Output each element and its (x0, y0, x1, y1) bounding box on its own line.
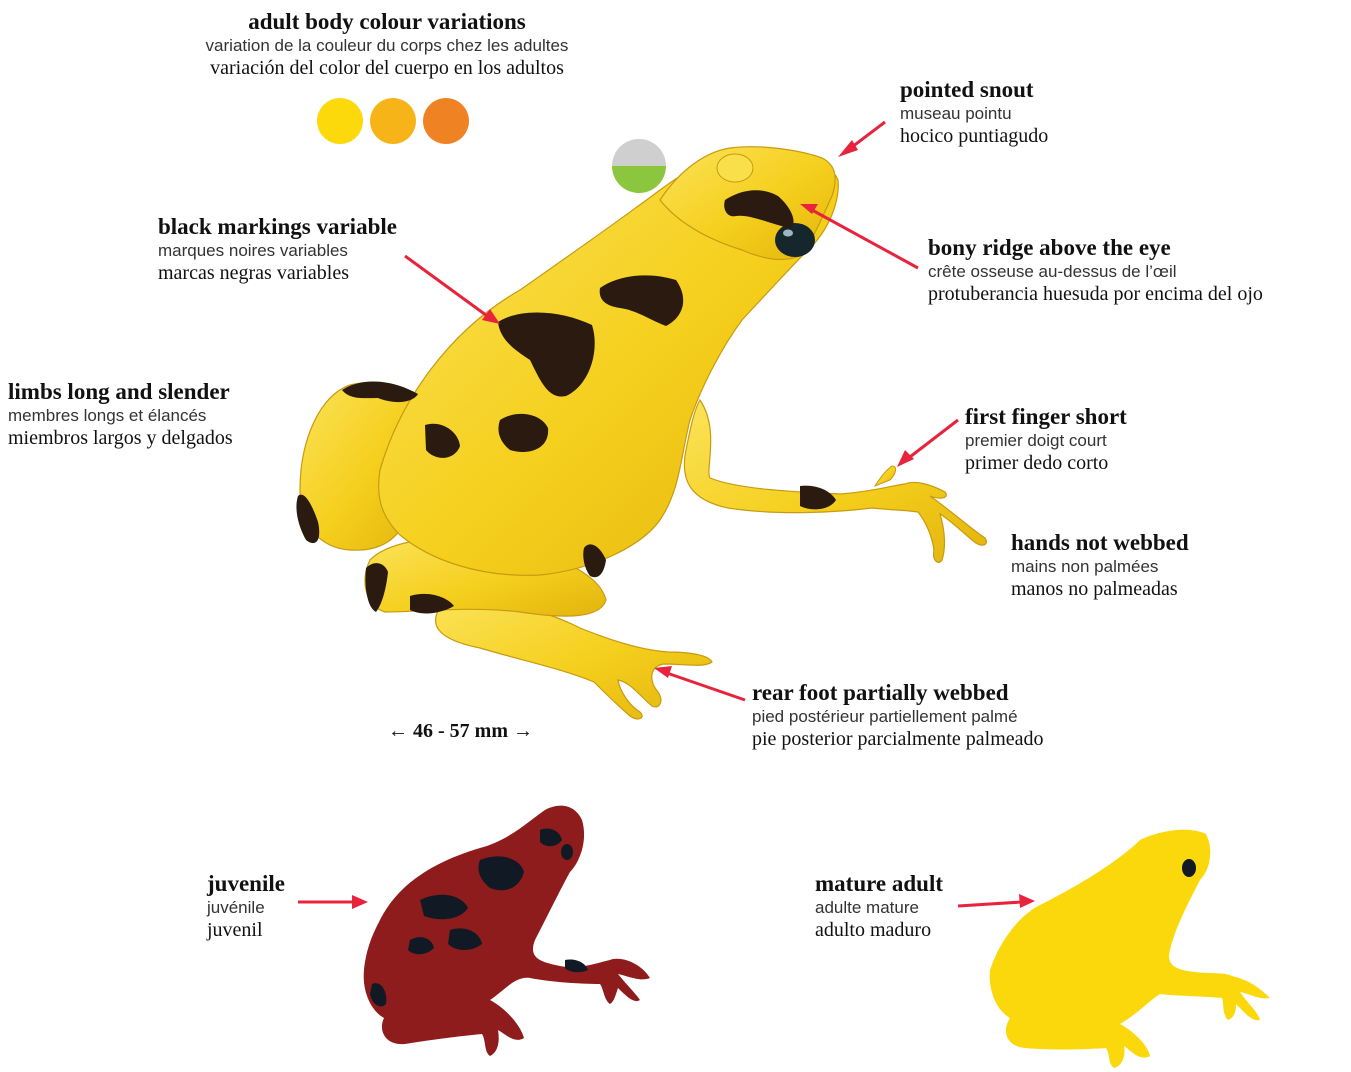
arrow-snout (838, 122, 885, 157)
juvenile-eye (561, 844, 573, 860)
front-arm (684, 400, 986, 562)
label-hands-fr: mains non palmées (1011, 558, 1189, 575)
label-juvenile-en: juvenile (207, 872, 285, 895)
mature-body (990, 830, 1270, 1068)
habitat-top (612, 139, 666, 166)
mature-frog (990, 830, 1270, 1068)
label-finger: first finger short premier doigt court p… (965, 405, 1127, 473)
label-foot-es: pie posterior parcialmente palmeado (752, 729, 1044, 749)
eye (775, 223, 815, 257)
label-foot-en: rear foot partially webbed (752, 681, 1044, 704)
habitat-bottom (612, 166, 666, 193)
arrow-markings (405, 256, 500, 324)
label-mature: mature adult adulte mature adulto maduro (815, 872, 943, 940)
title-fr: variation de la couleur du corps chez le… (137, 37, 637, 54)
title-en: adult body colour variations (137, 10, 637, 33)
label-mature-en: mature adult (815, 872, 943, 895)
label-hands: hands not webbed mains non palmées manos… (1011, 531, 1189, 599)
label-juvenile: juvenile juvénile juvenil (207, 872, 285, 940)
swatch-yellow (317, 98, 363, 144)
label-snout-fr: museau pointu (900, 105, 1048, 122)
juvenile-frog (364, 806, 650, 1056)
habitat-icon (612, 139, 666, 193)
label-limbs-en: limbs long and slender (8, 380, 233, 403)
title-block: adult body colour variations variation d… (137, 10, 637, 78)
label-snout: pointed snout museau pointu hocico punti… (900, 78, 1048, 146)
label-markings-fr: marques noires variables (158, 242, 397, 259)
size-measurement: ← 46 - 57 mm → (388, 720, 533, 743)
label-snout-en: pointed snout (900, 78, 1048, 101)
label-finger-en: first finger short (965, 405, 1127, 428)
label-limbs: limbs long and slender membres longs et … (8, 380, 233, 448)
label-foot-fr: pied postérieur partiellement palmé (752, 708, 1044, 725)
label-mature-es: adulto maduro (815, 920, 943, 940)
eye-ridge (717, 154, 753, 182)
label-limbs-es: miembros largos y delgados (8, 428, 233, 448)
adult-frog (296, 147, 986, 719)
label-foot: rear foot partially webbed pied postérie… (752, 681, 1044, 749)
label-juvenile-fr: juvénile (207, 899, 285, 916)
label-markings-en: black markings variable (158, 215, 397, 238)
label-mature-fr: adulte mature (815, 899, 943, 916)
label-markings: black markings variable marques noires v… (158, 215, 397, 283)
title-es: variación del color del cuerpo en los ad… (137, 58, 637, 78)
arrow-foot (654, 666, 745, 700)
label-juvenile-es: juvenil (207, 920, 285, 940)
label-finger-fr: premier doigt court (965, 432, 1127, 449)
juvenile-body (364, 806, 650, 1056)
label-limbs-fr: membres longs et élancés (8, 407, 233, 424)
eye-highlight (783, 230, 793, 237)
label-hands-en: hands not webbed (1011, 531, 1189, 554)
label-ridge-es: protuberancia huesuda por encima del ojo (928, 284, 1263, 304)
mature-eye (1182, 859, 1196, 877)
label-ridge-fr: crête osseuse au-dessus de l’œil (928, 263, 1263, 280)
first-finger (875, 466, 896, 486)
label-ridge: bony ridge above the eye crête osseuse a… (928, 236, 1263, 304)
label-markings-es: marcas negras variables (158, 263, 397, 283)
arrow-mature (958, 894, 1035, 908)
label-snout-es: hocico puntiagudo (900, 126, 1048, 146)
arrow-juvenile (298, 895, 368, 909)
arrow-finger (897, 420, 958, 467)
label-finger-es: primer dedo corto (965, 453, 1127, 473)
swatch-amber (370, 98, 416, 144)
label-hands-es: manos no palmeadas (1011, 579, 1189, 599)
label-ridge-en: bony ridge above the eye (928, 236, 1263, 259)
swatch-orange (423, 98, 469, 144)
